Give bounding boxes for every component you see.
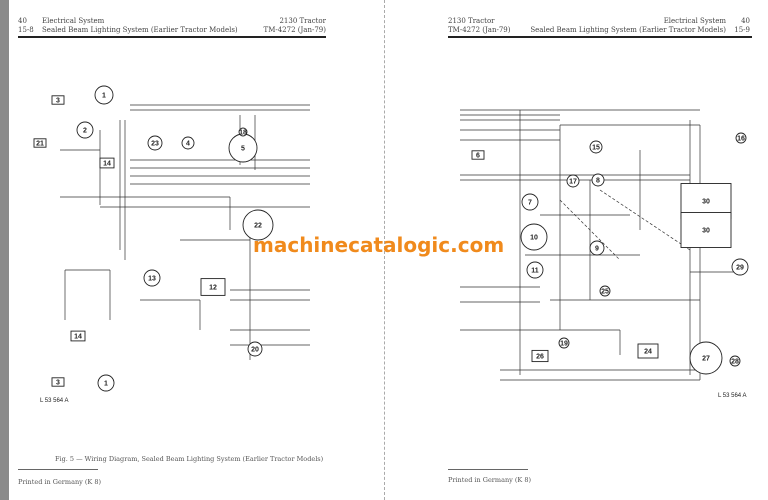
right-component-27-symbol: [689, 341, 723, 375]
right-subtitle: Sealed Beam Lighting System (Earlier Tra…: [530, 26, 726, 34]
right-page-number: 40: [741, 17, 750, 25]
left-component-3-symbol: [51, 95, 65, 105]
left-component-label: 21: [36, 141, 44, 148]
right-component-label: 27: [702, 356, 710, 363]
right-model: 2130 Tractor: [448, 17, 495, 25]
left-component-3-symbol: [51, 377, 65, 387]
left-page-number: 40: [18, 17, 27, 25]
left-component-18-symbol: [238, 127, 248, 137]
left-figure-code: L 53 564 A: [40, 398, 68, 404]
right-component-label: 16: [737, 136, 745, 143]
left-component-label: 23: [151, 141, 159, 148]
right-component-16-symbol: [735, 132, 747, 144]
left-component-label: 3: [56, 380, 60, 387]
left-component-label: 4: [186, 141, 190, 148]
left-component-1-symbol: [94, 85, 114, 105]
left-component-label: 20: [251, 347, 259, 354]
right-component-29-symbol: [731, 258, 749, 276]
right-section-title: Electrical System: [663, 17, 726, 25]
left-component-label: 14: [103, 161, 111, 168]
left-component-label: 12: [209, 285, 217, 292]
left-component-14-symbol: [70, 330, 86, 342]
right-component-label: 11: [531, 268, 539, 275]
left-footer: Printed in Germany (K 8): [18, 478, 102, 486]
left-component-label: 2: [83, 128, 87, 135]
right-component-label: 25: [601, 289, 609, 296]
watermark: machinecatalogic.com: [253, 233, 505, 257]
left-component-23-symbol: [147, 135, 163, 151]
right-component-label: 6: [476, 153, 480, 160]
right-component-15-symbol: [589, 140, 603, 154]
right-component-9-symbol: [589, 240, 605, 256]
right-component-label: 19: [560, 341, 568, 348]
right-component-label: 15: [592, 145, 600, 152]
left-component-14-symbol: [99, 157, 115, 169]
right-component-label: 30: [702, 199, 710, 206]
right-footer: Printed in Germany (K 8): [448, 476, 532, 484]
right-header-rule: [448, 36, 752, 38]
right-component-7-symbol: [521, 193, 539, 211]
left-component-22-symbol: [242, 209, 274, 241]
left-section-title: Electrical System: [42, 17, 105, 25]
right-component-label: 24: [644, 349, 652, 356]
right-component-label: 30: [702, 228, 710, 235]
left-manual: TM-4272 (Jan-79): [263, 26, 326, 34]
left-component-label: 18: [239, 130, 247, 137]
right-figure-code: L 53 564 A: [718, 393, 746, 399]
right-component-label: 29: [736, 265, 744, 272]
right-footer-rule: [448, 469, 528, 470]
right-component-28-symbol: [729, 355, 741, 367]
left-component-13-symbol: [143, 269, 161, 287]
right-component-8-symbol: [591, 173, 605, 187]
left-component-1-symbol: [97, 374, 115, 392]
right-component-label: 7: [528, 200, 532, 207]
right-component-6-symbol: [471, 150, 485, 160]
left-footer-rule: [18, 469, 98, 470]
left-component-4-symbol: [181, 136, 195, 150]
right-component-26-symbol: [531, 349, 549, 363]
left-component-label: 1: [102, 93, 106, 100]
left-component-label: 14: [74, 334, 82, 341]
right-component-11-symbol: [526, 261, 544, 279]
left-component-label: 13: [148, 276, 156, 283]
left-section: 15-8: [18, 26, 34, 34]
right-component-label: 17: [569, 179, 577, 186]
figure-caption: Fig. 5 — Wiring Diagram, Sealed Beam Lig…: [55, 455, 324, 463]
left-model: 2130 Tractor: [279, 17, 326, 25]
page-divider: [384, 0, 385, 500]
left-component-label: 5: [241, 146, 245, 153]
left-header-rule: [18, 36, 326, 38]
right-component-19-symbol: [558, 337, 570, 349]
scanner-edge: [0, 0, 9, 500]
left-component-label: 1: [104, 381, 108, 388]
right-manual: TM-4272 (Jan-79): [448, 26, 511, 34]
left-component-2-symbol: [76, 121, 94, 139]
right-component-25-symbol: [599, 285, 611, 297]
left-component-21-symbol: [33, 138, 47, 148]
right-section: 15-9: [734, 26, 750, 34]
right-component-10-symbol: [520, 223, 548, 251]
right-component-label: 10: [530, 235, 538, 242]
left-component-label: 3: [56, 98, 60, 105]
left-component-label: 22: [254, 223, 262, 230]
left-component-12-symbol: [200, 278, 226, 296]
right-component-label: 8: [596, 178, 600, 185]
right-component-label: 26: [536, 354, 544, 361]
right-component-label: 9: [595, 246, 599, 253]
right-component-24-symbol: [637, 343, 659, 359]
right-component-30-symbol: [680, 212, 732, 248]
left-subtitle: Sealed Beam Lighting System (Earlier Tra…: [42, 26, 238, 34]
right-component-17-symbol: [566, 174, 580, 188]
left-component-20-symbol: [247, 341, 263, 357]
right-component-label: 28: [731, 359, 739, 366]
